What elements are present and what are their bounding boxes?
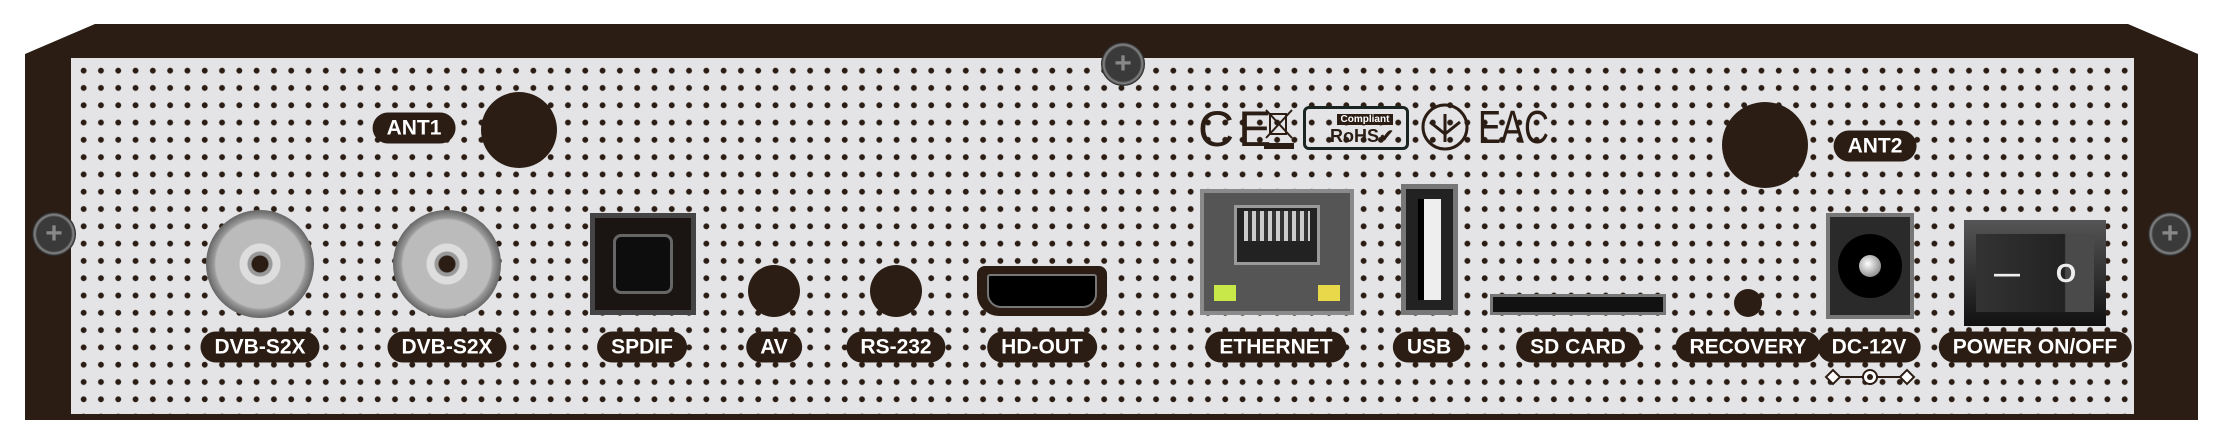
- hdmi-port[interactable]: [977, 266, 1107, 316]
- power-on-symbol: O: [2055, 257, 2077, 288]
- rohs-text: RoHS✔: [1329, 126, 1395, 146]
- ethernet-port[interactable]: [1200, 189, 1354, 315]
- ant2-label: ANT2: [1833, 130, 1917, 162]
- rear-panel: [71, 58, 2134, 414]
- dc-12v-label: DC-12V: [1817, 331, 1921, 363]
- ant1-connector[interactable]: [481, 92, 557, 168]
- power-off-symbol: —: [1993, 257, 2020, 288]
- sd-card-label: SD CARD: [1516, 331, 1640, 363]
- rs232-label: RS-232: [846, 331, 946, 363]
- sd-card-slot[interactable]: [1490, 294, 1666, 315]
- dvb-s2x-2-label: DVB-S2X: [387, 331, 507, 363]
- av-jack[interactable]: [748, 265, 800, 317]
- spdif-port[interactable]: [590, 213, 696, 315]
- power-switch[interactable]: — O: [1964, 220, 2106, 326]
- dvb-s2x-1-connector[interactable]: [206, 210, 314, 318]
- recovery-button[interactable]: [1734, 289, 1762, 317]
- usb-label: USB: [1392, 331, 1466, 363]
- screw-right-icon: +: [2148, 212, 2192, 256]
- polarity-icon: [1824, 368, 1916, 386]
- power-label: POWER ON/OFF: [1938, 331, 2132, 363]
- ethernet-label: ETHERNET: [1205, 331, 1347, 363]
- eac-mark: EAC: [1478, 101, 1549, 153]
- screw-left-icon: +: [32, 212, 76, 256]
- dc-power-jack[interactable]: [1826, 213, 1914, 319]
- dvb-s2x-1-label: DVB-S2X: [200, 331, 320, 363]
- screw-top-icon: +: [1101, 42, 1145, 86]
- hdmi-label: HD-OUT: [987, 331, 1097, 363]
- usb-port[interactable]: [1401, 184, 1458, 315]
- rohs-compliant-text: Compliant: [1336, 114, 1394, 125]
- rohs-badge: Compliant RoHS✔: [1303, 106, 1409, 150]
- frame-corner-right: [2128, 24, 2198, 54]
- av-label: AV: [746, 331, 802, 363]
- ant1-label: ANT1: [372, 112, 456, 144]
- weee-bin-icon: [1264, 109, 1294, 149]
- rs232-jack[interactable]: [870, 265, 922, 317]
- spdif-label: SPDIF: [597, 331, 687, 363]
- dvb-s2x-2-connector[interactable]: [393, 210, 501, 318]
- ant2-connector[interactable]: [1722, 102, 1808, 188]
- recovery-label: RECOVERY: [1675, 331, 1821, 363]
- frame-corner-left: [25, 24, 95, 54]
- ukraine-conformity-icon: [1421, 103, 1469, 151]
- ce-mark: CE: [1198, 101, 1276, 157]
